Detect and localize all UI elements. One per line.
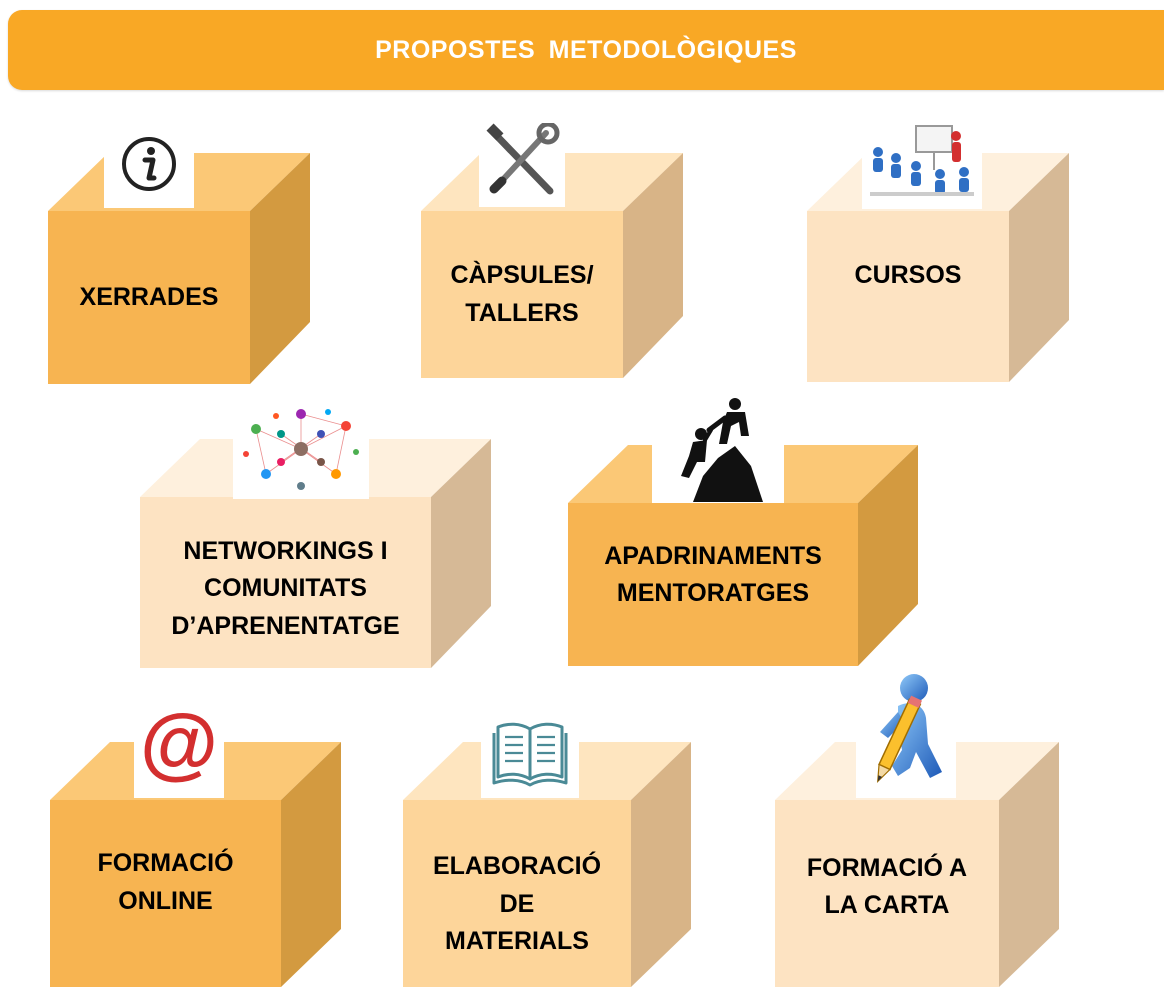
box-capsules-tallers: CÀPSULES/ TALLERS [421, 117, 683, 378]
cube-shape [775, 742, 1059, 987]
box-label: ELABORACIÓ DE MATERIALS [432, 852, 602, 956]
box-label: XERRADES [79, 282, 219, 311]
box-apadrinaments: APADRINAMENTS MENTORATGES [568, 395, 918, 666]
cube-shape [140, 439, 491, 668]
page-title: PROPOSTES METODOLÒGIQUES [375, 35, 797, 64]
svg-text:@: @ [140, 708, 218, 787]
box-label: APADRINAMENTS MENTORATGES [604, 541, 822, 608]
cube-shape [50, 742, 341, 987]
network-icon [233, 399, 369, 499]
book-icon [481, 704, 579, 798]
box-xerrades: XERRADES [48, 120, 310, 384]
info-icon [104, 120, 194, 208]
classroom-icon [862, 114, 982, 209]
box-formacio-carta: FORMACIÓ A LA CARTA [775, 666, 1059, 987]
box-networkings: NETWORKINGS I COMUNITATS D’APRENENTATGE [140, 399, 491, 668]
box-label: FORMACIÓ ONLINE [97, 849, 234, 915]
tools-icon [479, 117, 565, 207]
person-pencil-icon [856, 666, 956, 798]
climbers-icon [652, 395, 784, 503]
box-elaboracio-materials: ELABORACIÓ DE MATERIALS [403, 704, 691, 987]
box-label: CÀPSULES/ TALLERS [450, 261, 594, 327]
at-sign-icon: @ [134, 697, 224, 798]
box-cursos: CURSOS [807, 114, 1069, 382]
box-label: FORMACIÓ A LA CARTA [806, 853, 968, 920]
box-label: NETWORKINGS I COMUNITATS D’APRENENTATGE [171, 536, 400, 640]
box-formacio-online: FORMACIÓ ONLINE @ [50, 697, 341, 987]
title-banner: PROPOSTES METODOLÒGIQUES [8, 10, 1164, 90]
box-label: CURSOS [854, 261, 962, 290]
